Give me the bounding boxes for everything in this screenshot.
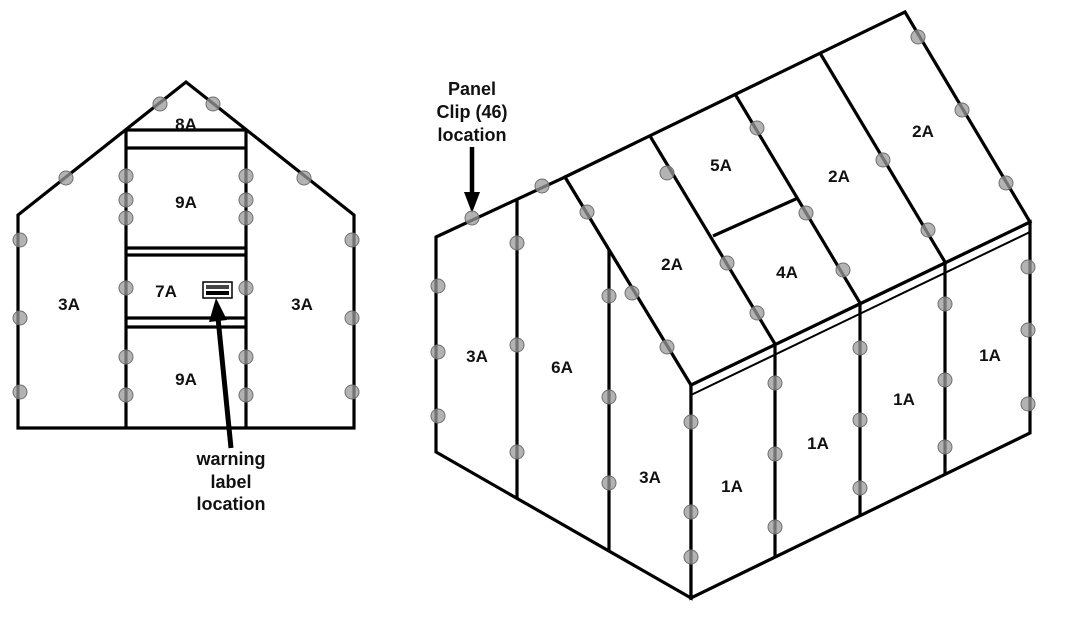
side-panel-2-label: 1A: [807, 434, 829, 453]
panel-clip-icon: [875, 152, 891, 168]
panel-clip-icon: [767, 375, 783, 391]
panel-clip-icon: [296, 170, 312, 186]
panel-clip-icon: [430, 278, 446, 294]
panel-clip-icon: [998, 175, 1014, 191]
panel-clip-icon: [954, 102, 970, 118]
panel-clip-icon: [118, 192, 134, 208]
side-panel-4-label: 1A: [979, 346, 1001, 365]
panel-clip-icon: [835, 262, 851, 278]
front-panel-top-label: 8A: [175, 115, 197, 134]
panel-clip-icon: [1020, 396, 1036, 412]
panel-clip-icon: [344, 384, 360, 400]
panel-clip-icon: [344, 310, 360, 326]
panel-clip-icon: [344, 232, 360, 248]
iso-panel-clips: [430, 29, 1036, 565]
warning-callout-line-3: location: [196, 494, 265, 514]
warning-label: [202, 281, 233, 299]
panel-clip-icon: [238, 387, 254, 403]
roof-panel-2a-upper-label: 2A: [912, 122, 934, 141]
front-panel-left-label: 3A: [58, 295, 80, 314]
panel-clip-icon: [152, 96, 168, 112]
panel-clip-icon: [464, 210, 480, 226]
clip-callout-line-1: Panel: [448, 79, 496, 99]
door-upper-panel-label: 9A: [175, 193, 197, 212]
panel-clip-icon: [58, 170, 74, 186]
roof-panel-2a-middle-label: 2A: [828, 167, 850, 186]
panel-clip-icon: [659, 165, 675, 181]
panel-clip-icon: [238, 168, 254, 184]
roof-panel-4a-label: 4A: [776, 263, 798, 282]
front-panel-clips: [12, 96, 360, 403]
roof-crossbar: [712, 196, 799, 238]
panel-clip-icon: [509, 444, 525, 460]
panel-clip-icon: [12, 310, 28, 326]
panel-clip-icon: [601, 288, 617, 304]
clip-callout-line-2: Clip (46): [436, 102, 507, 122]
panel-clip-icon: [852, 480, 868, 496]
warning-callout-line-1: warning: [195, 449, 265, 469]
front-panel-right-label: 3A: [291, 295, 313, 314]
panel-clip-icon: [601, 475, 617, 491]
panel-clip-icon: [509, 235, 525, 251]
panel-clip-icon: [749, 120, 765, 136]
gable-right-panel-label: 3A: [639, 468, 661, 487]
door-middle-panel-label: 7A: [155, 282, 177, 301]
panel-clip-icon: [430, 344, 446, 360]
panel-clip-icon: [205, 96, 221, 112]
panel-clip-icon: [749, 305, 765, 321]
roof-panel-5a-label: 5A: [710, 156, 732, 175]
isometric-view: Panel Clip (46) location 3A 6A 3A 2A 5A …: [430, 9, 1036, 601]
panel-clip-icon: [534, 178, 550, 194]
panel-clip-icon: [238, 192, 254, 208]
panel-clip-icon: [118, 349, 134, 365]
roof-panel-2a-lower-label: 2A: [661, 255, 683, 274]
panel-clip-icon: [683, 414, 699, 430]
panel-clip-icon: [118, 210, 134, 226]
panel-clip-icon: [683, 549, 699, 565]
panel-clip-icon: [937, 372, 953, 388]
panel-clip-icon: [659, 339, 675, 355]
panel-clip-icon: [238, 349, 254, 365]
panel-clip-icon: [937, 439, 953, 455]
clip-callout-line-3: location: [437, 125, 506, 145]
panel-clip-icon: [118, 168, 134, 184]
warning-arrow: [209, 298, 234, 449]
door-lower-panel-label: 9A: [175, 370, 197, 389]
panel-clip-icon: [852, 412, 868, 428]
panel-clip-icon: [238, 210, 254, 226]
panel-clip-icon: [920, 222, 936, 238]
panel-clip-icon: [12, 384, 28, 400]
side-panel-1-label: 1A: [721, 477, 743, 496]
panel-clip-icon: [118, 280, 134, 296]
warning-callout-line-2: label: [210, 472, 251, 492]
front-view: 3A 8A 9A 7A 9A 3A warning label location: [12, 79, 360, 514]
panel-clip-icon: [767, 519, 783, 535]
panel-clip-icon: [579, 204, 595, 220]
panel-clip-icon: [719, 255, 735, 271]
panel-clip-icon: [238, 280, 254, 296]
panel-clip-icon: [683, 504, 699, 520]
panel-clip-icon: [509, 337, 525, 353]
panel-clip-icon: [910, 29, 926, 45]
side-panel-3-label: 1A: [893, 390, 915, 409]
panel-clip-icon: [118, 387, 134, 403]
panel-clip-icon: [624, 285, 640, 301]
panel-clip-icon: [798, 205, 814, 221]
panel-clip-icon: [601, 389, 617, 405]
panel-clip-icon: [430, 408, 446, 424]
gable-left-panel-label: 3A: [466, 347, 488, 366]
panel-clip-icon: [767, 446, 783, 462]
panel-clip-icon: [937, 296, 953, 312]
panel-clip-icon: [12, 232, 28, 248]
gable-center-panel-label: 6A: [551, 358, 573, 377]
panel-clip-icon: [1020, 322, 1036, 338]
panel-clip-icon: [852, 340, 868, 356]
panel-clip-icon: [1020, 259, 1036, 275]
panel-clip-arrow: [464, 147, 480, 213]
